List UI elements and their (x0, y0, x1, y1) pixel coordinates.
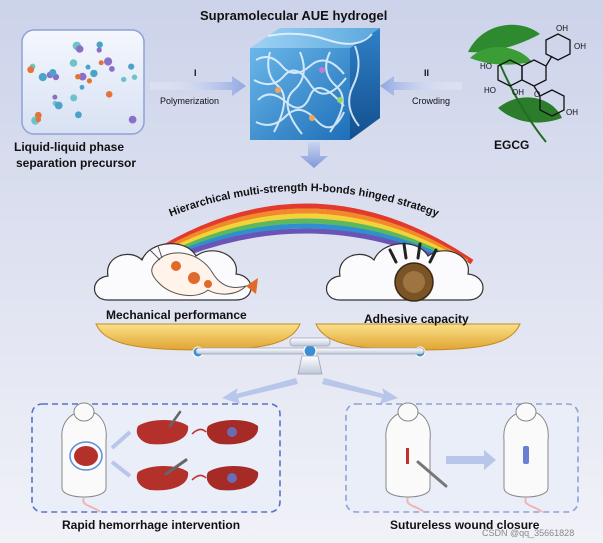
arrow-to-wound (322, 378, 398, 404)
droplet (75, 111, 82, 119)
egcg-oh-2: OH (556, 24, 568, 33)
egcg-ho-1: HO (480, 62, 492, 71)
figure-title: Supramolecular AUE hydrogel (200, 8, 388, 23)
liver-arrows (110, 428, 207, 481)
droplet (69, 59, 78, 67)
droplet (86, 78, 92, 84)
egcg-oh-1: OH (512, 88, 524, 97)
egcg-o: O (534, 90, 541, 99)
hydrogel-fibers (253, 32, 373, 135)
droplet (38, 73, 47, 82)
tea-leaf-icon (468, 24, 562, 143)
hydrogel-particles (275, 67, 343, 121)
balance-scale-icon (195, 337, 425, 375)
droplet (78, 72, 87, 81)
cube-down-arrow (300, 142, 328, 168)
liver-icon (136, 420, 259, 491)
droplet (75, 45, 84, 53)
wound-label: Sutureless wound closure (390, 518, 540, 532)
step2-label: Crowding (412, 96, 451, 106)
droplet (121, 76, 127, 83)
wound-arrow (446, 450, 496, 470)
egcg-ho-2: HO (484, 86, 496, 95)
precursor-droplets (27, 41, 138, 125)
droplet (75, 74, 81, 80)
droplet (85, 64, 91, 70)
droplet (79, 84, 85, 90)
hydrogel-cube (250, 28, 380, 140)
droplet (96, 41, 103, 48)
crowding-arrow (380, 76, 462, 96)
egcg-oh-4: OH (566, 108, 578, 117)
rat-icon-before (385, 402, 448, 513)
arrow-to-hemorrhage (222, 378, 298, 404)
rainbow-band (138, 203, 474, 265)
droplet (98, 60, 104, 66)
droplet (54, 101, 63, 110)
droplet (49, 69, 57, 77)
scalpel-icon (164, 410, 188, 476)
step1-numeral: I (194, 68, 197, 78)
droplet (35, 116, 42, 123)
watermark: CSDN @qq_35661828 (482, 528, 575, 538)
droplet (70, 94, 78, 102)
rainbow-band (153, 218, 459, 265)
droplet (27, 66, 35, 74)
rat-icon (61, 402, 107, 513)
step1-label: Polymerization (160, 96, 220, 106)
egcg-label: EGCG (494, 138, 530, 152)
droplet (109, 66, 115, 72)
droplet (52, 94, 58, 100)
precursor-panel (21, 29, 145, 135)
droplet (131, 74, 138, 80)
rat-icon-after (503, 402, 549, 513)
droplet (104, 57, 113, 66)
droplet (96, 47, 102, 53)
droplet (128, 63, 135, 70)
precursor-label-line2: separation precursor (16, 156, 137, 170)
bear-paw-icon (388, 242, 438, 302)
mechanical-label: Mechanical performance (106, 308, 247, 322)
droplet (105, 91, 113, 98)
koi-fish-icon (149, 245, 258, 297)
step2-numeral: II (424, 68, 430, 78)
egcg-molecule (497, 33, 571, 117)
droplet (90, 69, 98, 78)
polymerization-arrow (150, 76, 246, 96)
precursor-label-line1: Liquid-liquid phase (14, 140, 124, 154)
egcg-oh-3: OH (574, 42, 586, 51)
adhesive-label: Adhesive capacity (364, 312, 469, 326)
droplet (128, 115, 137, 124)
rainbow-band (143, 208, 469, 265)
hemorrhage-label: Rapid hemorrhage intervention (62, 518, 241, 532)
rainbow-band (148, 213, 464, 265)
